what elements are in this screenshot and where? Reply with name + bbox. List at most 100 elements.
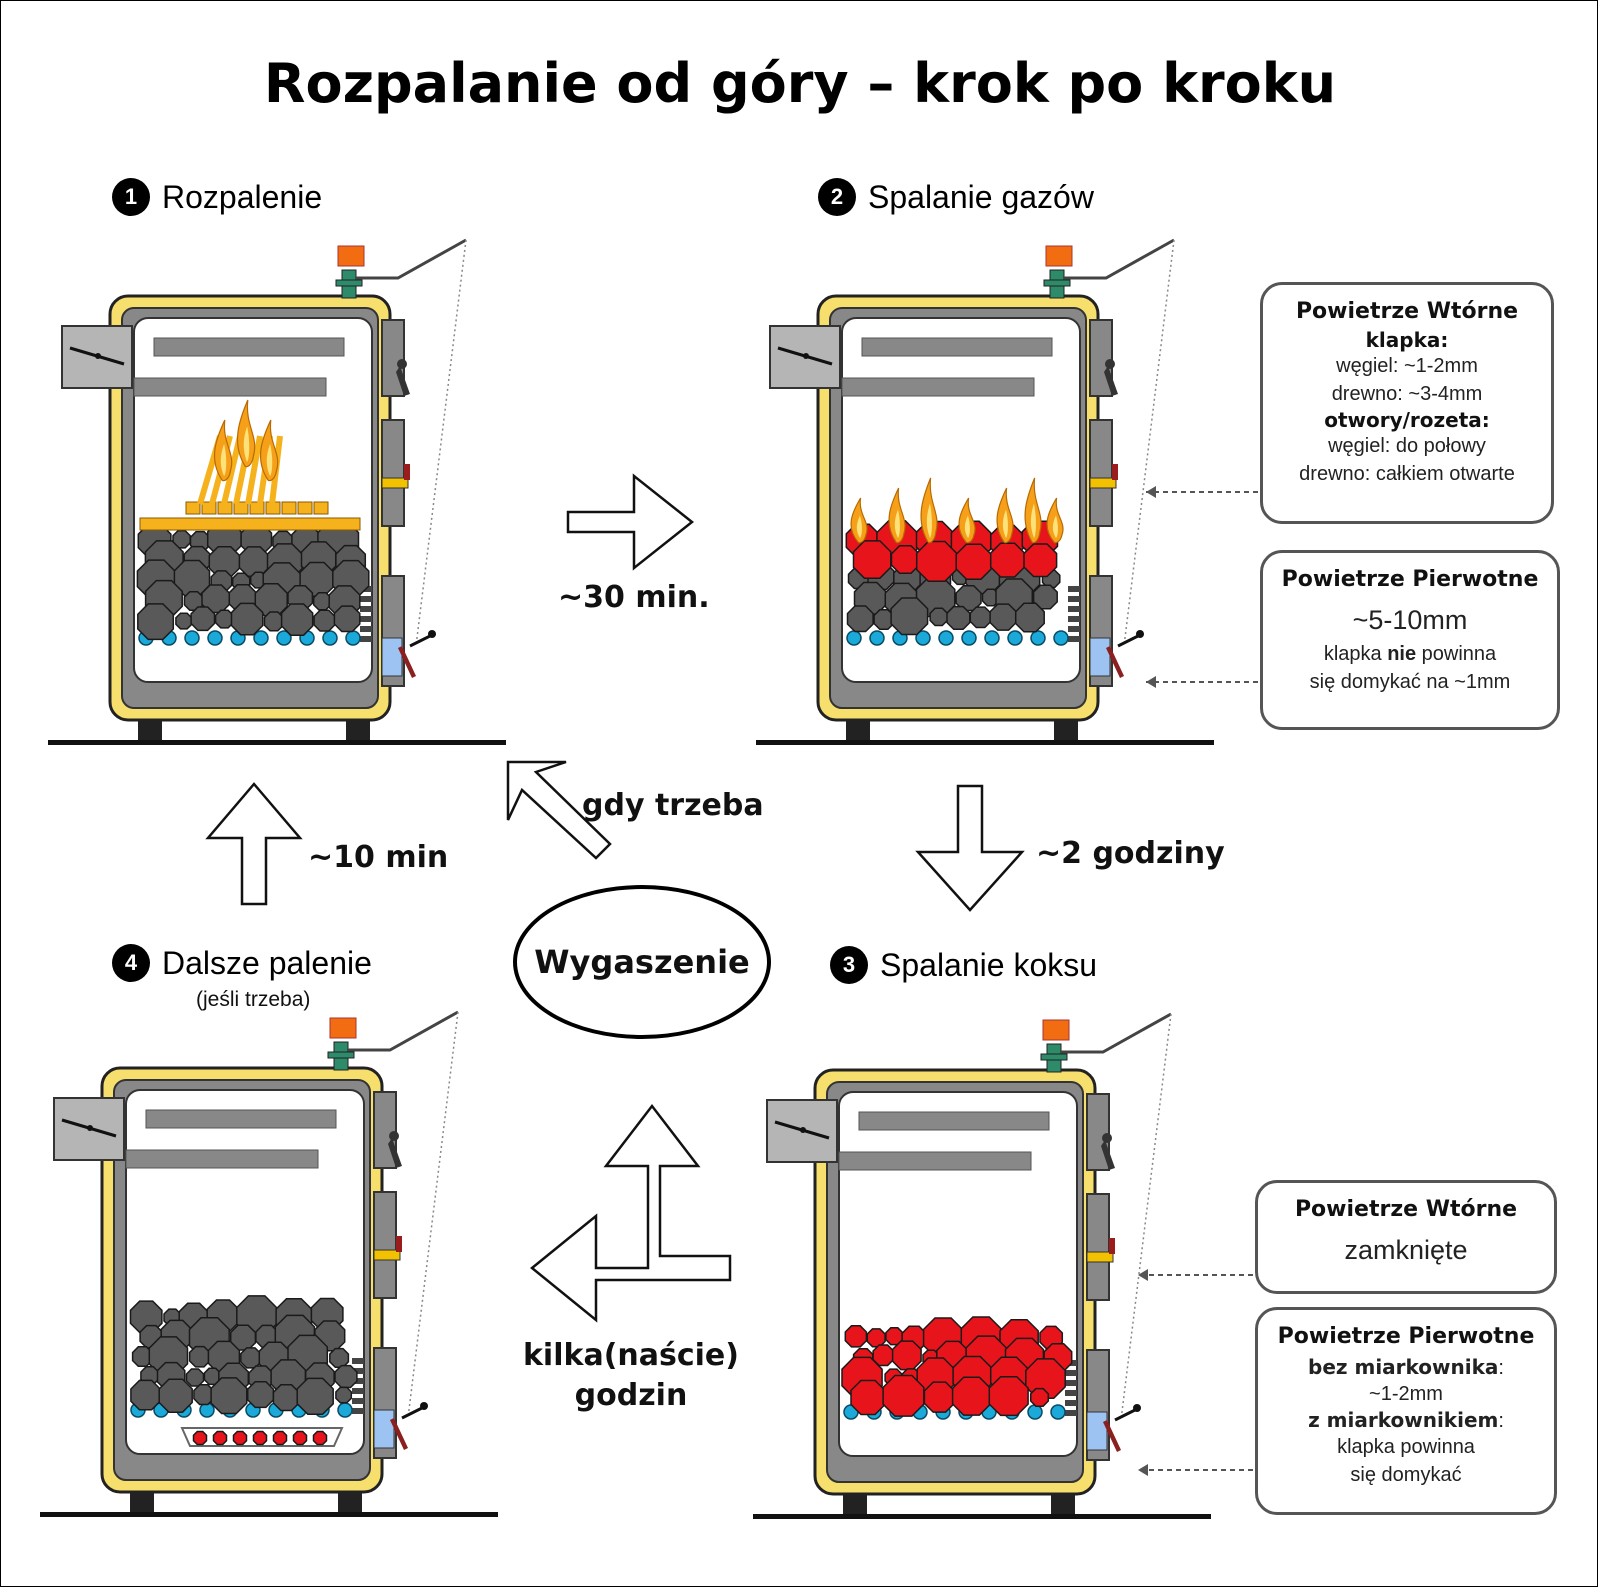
box2-line2: się domykać na ~1mm: [1309, 671, 1511, 693]
regulator-arm: [348, 1010, 459, 1052]
flame-core: [1030, 503, 1036, 538]
air-nozzle: [984, 630, 1000, 646]
grate-bar: [1068, 636, 1080, 642]
coal-lump: [955, 584, 982, 612]
regulator-chain: [407, 1011, 459, 1419]
air-nozzle: [337, 1402, 353, 1418]
air-nozzle: [276, 630, 292, 646]
secondary-air-flap: [373, 1249, 401, 1261]
secondary-air-knob: [1112, 464, 1118, 480]
air-nozzle: [1027, 1404, 1043, 1420]
box4-line2: klapka powinna: [1337, 1436, 1475, 1458]
arrow-3-to-4-and-extinguish: [530, 1103, 732, 1323]
grate-bar: [352, 1408, 364, 1414]
baffle: [153, 337, 345, 357]
flame-core: [856, 515, 862, 538]
secondary-air-knob: [396, 1236, 402, 1252]
primary-air-lever: [1106, 646, 1124, 678]
baffle: [125, 1149, 319, 1169]
secondary-air-box-step3: Powietrze Wtórne zamknięte: [1255, 1180, 1557, 1294]
air-nozzle: [207, 630, 223, 646]
air-nozzle: [915, 630, 931, 646]
ember-lump: [850, 1379, 886, 1416]
kindling-stick: [221, 435, 243, 505]
transition-label-3-4-line2: godzin: [574, 1378, 688, 1413]
regulator-head: [329, 1017, 357, 1039]
secondary-air-flap: [381, 477, 409, 489]
box4-line1: ~1-2mm: [1369, 1383, 1443, 1405]
ember-lump: [890, 544, 920, 575]
box4-line-h2: z miarkownikiem:: [1258, 1408, 1554, 1433]
regulator-head: [1045, 245, 1073, 267]
regulator-collar: [327, 1051, 355, 1059]
box3-title: Powietrze Wtórne: [1294, 1197, 1518, 1222]
flue-damper-pivot: [95, 353, 101, 359]
grate-bar: [1068, 616, 1080, 622]
coal-lump: [188, 1345, 211, 1368]
ember-lump: [852, 540, 892, 579]
grate-bar: [1065, 1380, 1077, 1386]
regulator-collar: [1043, 279, 1071, 287]
coal-lump: [333, 605, 361, 633]
primary-air-flap: [381, 637, 403, 677]
box4-title: Powietrze Pierwotne: [1277, 1324, 1535, 1349]
grate-bar: [1068, 596, 1080, 602]
ember-lump: [885, 1327, 904, 1346]
box2-value: ~5-10mm: [1352, 605, 1468, 635]
grate-bar: [352, 1398, 364, 1404]
arrow-to-extinguish: [506, 760, 612, 860]
upper-door-hinge: [1102, 1133, 1112, 1143]
air-nozzle: [961, 630, 977, 646]
grate-bar: [1068, 626, 1080, 632]
coal-lump: [230, 602, 264, 636]
regulator-arm: [356, 238, 467, 280]
primary-air-lever: [1103, 1420, 1121, 1452]
coal-lump: [158, 1378, 193, 1413]
ember-lump: [891, 1340, 922, 1371]
air-nozzle: [345, 630, 361, 646]
coal-lump: [989, 603, 1017, 631]
ember-lump: [192, 1430, 208, 1446]
upper-door-hinge: [389, 1131, 399, 1141]
kindling-block: [281, 501, 297, 515]
coal-lump: [172, 529, 191, 549]
regulator-chain: [1120, 1013, 1172, 1421]
kindling-block: [297, 501, 313, 515]
extinguish-label: Wygaszenie: [534, 943, 750, 981]
ember-lump: [988, 1375, 1029, 1417]
air-nozzle: [1053, 630, 1069, 646]
baffle: [133, 377, 327, 397]
ember-lump: [866, 1328, 886, 1348]
ember-lump: [232, 1430, 248, 1446]
regulator-arm: [1061, 1012, 1172, 1054]
primary-air-screw: [1114, 1408, 1136, 1422]
air-nozzle: [253, 630, 269, 646]
air-nozzle: [1030, 630, 1046, 646]
primary-air-flap: [1086, 1411, 1108, 1451]
pointer-secondary-step2-head: [1146, 486, 1156, 498]
ember-lump: [923, 1381, 956, 1413]
box2-title: Powietrze Pierwotne: [1281, 567, 1539, 592]
ember-lump: [844, 1325, 868, 1348]
primary-air-flap: [1089, 637, 1111, 677]
flame-core: [894, 509, 900, 538]
grate-bar: [1065, 1410, 1077, 1416]
pointer-primary-step3-head: [1138, 1464, 1148, 1476]
flue-damper-pivot: [87, 1125, 93, 1131]
flame-core: [1052, 515, 1058, 538]
flame-core: [220, 444, 227, 476]
box4-h2: z miarkownikiem: [1308, 1408, 1499, 1432]
ember-lump: [252, 1430, 268, 1446]
secondary-air-knob: [1109, 1238, 1115, 1254]
upper-door-hinge: [397, 359, 407, 369]
coal-lump: [210, 1377, 248, 1415]
coal-lump: [240, 1347, 262, 1369]
air-nozzle: [846, 630, 862, 646]
primary-air-screw-head: [1133, 1404, 1141, 1412]
air-nozzle: [1050, 1404, 1066, 1420]
box4-h2-suffix: :: [1498, 1410, 1504, 1432]
secondary-air-flap: [1086, 1251, 1114, 1263]
extinguish-node: Wygaszenie: [513, 885, 771, 1039]
secondary-air-flap: [1089, 477, 1117, 489]
